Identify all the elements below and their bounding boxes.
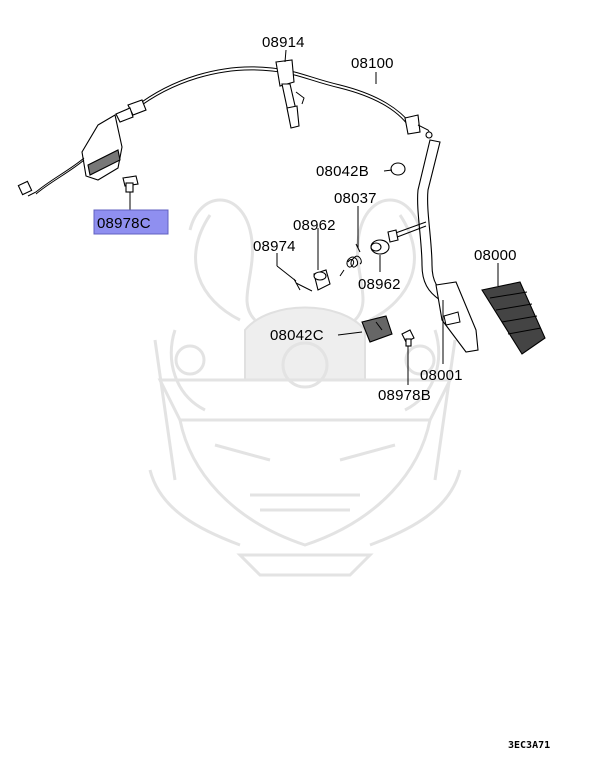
bolt-08978b [401, 329, 415, 347]
cable-clip [275, 59, 305, 129]
stopper-08042c [361, 315, 393, 343]
grommet-08042b [390, 162, 406, 176]
label-08001[interactable]: 08001 [420, 367, 463, 384]
label-08000[interactable]: 08000 [474, 247, 517, 264]
bushing-left [313, 269, 331, 291]
watermark-logo [148, 198, 462, 577]
leader-lines [129, 49, 499, 385]
label-08962-upper[interactable]: 08962 [293, 217, 336, 234]
throttle-cable [115, 66, 433, 139]
bolt-08978c [122, 175, 139, 193]
label-08962-lower[interactable]: 08962 [358, 276, 401, 293]
label-08042b[interactable]: 08042B [316, 163, 369, 180]
pin-08974 [293, 278, 313, 292]
cable-bracket [17, 114, 123, 197]
label-08914[interactable]: 08914 [262, 34, 305, 51]
label-08042c[interactable]: 08042C [270, 327, 324, 344]
label-08974[interactable]: 08974 [253, 238, 296, 255]
label-08978c[interactable]: 08978C [97, 215, 151, 232]
highlight-box [93, 209, 169, 235]
pedal-pad [481, 281, 546, 355]
bushing-right [370, 239, 390, 255]
figure-code: 3EC3A71 [508, 740, 550, 751]
label-08037[interactable]: 08037 [334, 190, 377, 207]
label-08978b[interactable]: 08978B [378, 387, 431, 404]
label-08100[interactable]: 08100 [351, 55, 394, 72]
pedal-arm [387, 139, 479, 353]
